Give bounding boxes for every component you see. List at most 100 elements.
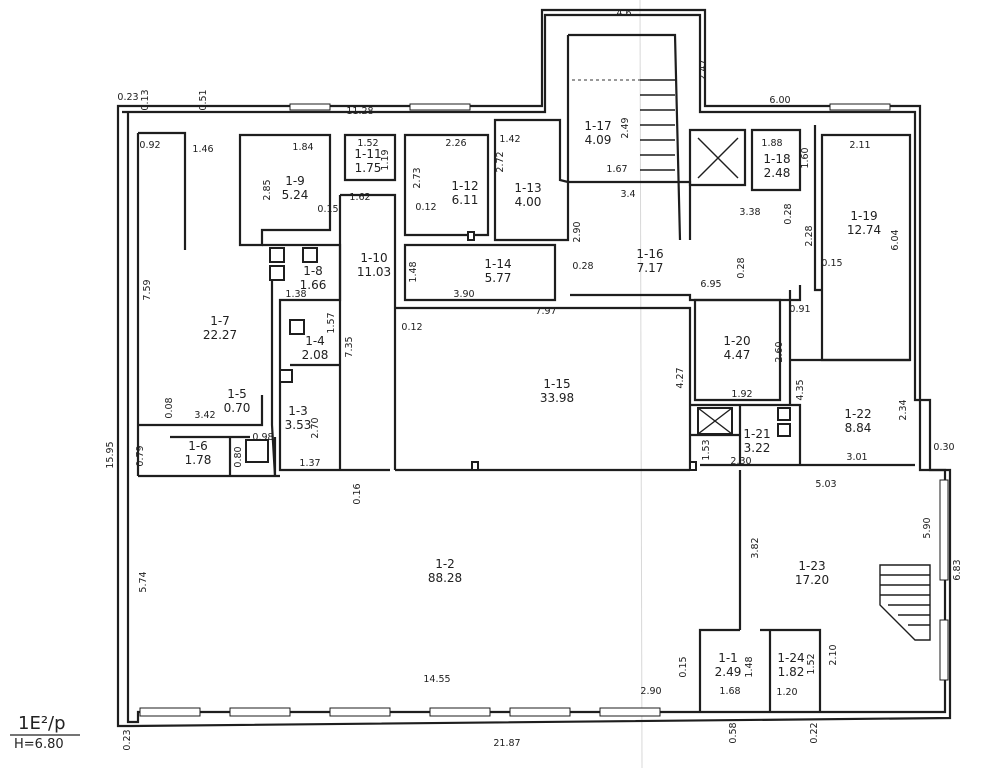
- dimension-label: 0.15: [821, 258, 842, 269]
- room-area-label: 8.84: [845, 421, 872, 435]
- room-area-label: 11.03: [357, 265, 391, 279]
- room-id-label: 1-19: [850, 209, 877, 223]
- dimension-label: 5.74: [138, 571, 149, 592]
- dimension-label: 1.88: [761, 138, 782, 149]
- room-id-label: 1-13: [514, 181, 541, 195]
- room-id-label: 1-3: [288, 404, 308, 418]
- dimension-label: 1.60: [800, 147, 811, 168]
- dimension-label: 7.35: [344, 336, 355, 357]
- room-area-label: 3.22: [744, 441, 771, 455]
- room-id-label: 1-22: [844, 407, 871, 421]
- dimension-label: 4.35: [795, 379, 806, 400]
- room-id-label: 1-18: [763, 152, 790, 166]
- windows: [139, 103, 949, 717]
- dimension-label: 1.48: [408, 261, 419, 282]
- dimension-label: 3.82: [750, 537, 761, 558]
- room-id-label: 1-1: [718, 651, 738, 665]
- dimension-label: 1.48: [744, 656, 755, 677]
- room-area-label: 5.24: [282, 188, 309, 202]
- dimension-label: 6.95: [700, 279, 721, 290]
- dimension-label: 2.30: [730, 456, 751, 467]
- dimension-label: 6.83: [952, 559, 963, 580]
- dimension-label: 0.15: [317, 204, 338, 215]
- dimension-label: 2.26: [445, 138, 466, 149]
- dimension-label: 7.59: [142, 279, 153, 300]
- dimension-label: 2.85: [262, 179, 273, 200]
- dimension-label: 2.10: [828, 644, 839, 665]
- dimension-label: 7.97: [535, 306, 556, 317]
- dimension-label: 0.79: [135, 445, 146, 466]
- dimension-label: 0.16: [352, 483, 363, 504]
- dimension-label: 0.23: [117, 92, 138, 103]
- dimension-label: 5.90: [922, 517, 933, 538]
- dimension-label: 1.38: [285, 289, 306, 300]
- dimension-label: 0.28: [736, 257, 747, 278]
- dimension-label: 1.84: [292, 142, 313, 153]
- room-id-label: 1-20: [723, 334, 750, 348]
- room-area-label: 5.77: [485, 271, 512, 285]
- dimension-label: 2.28: [804, 225, 815, 246]
- dimension-label: 2.70: [310, 417, 321, 438]
- dimension-label: 0.08: [164, 397, 175, 418]
- dimension-label: 0.80: [233, 446, 244, 467]
- room-id-label: 1-15: [543, 377, 570, 391]
- dimension-label: 1.42: [499, 134, 520, 145]
- dimension-label: 3.4: [620, 189, 635, 200]
- room-area-label: 0.70: [224, 401, 251, 415]
- room-area-label: 4.00: [515, 195, 542, 209]
- room-id-label: 1-14: [484, 257, 511, 271]
- dimension-label: 3.90: [453, 289, 474, 300]
- dimension-label: 2.72: [495, 151, 506, 172]
- dimension-label: 1.46: [192, 144, 213, 155]
- room-id-label: 1-2: [435, 557, 455, 571]
- dimension-label: 14.55: [423, 674, 450, 685]
- dimension-label: 1.37: [299, 458, 320, 469]
- room-area-label: 4.09: [585, 133, 612, 147]
- dimension-label: 2.34: [898, 399, 909, 420]
- dimension-label: 1.53: [701, 439, 712, 460]
- room-area-label: 1.75: [355, 161, 382, 175]
- dimension-label: 0.91: [789, 304, 810, 315]
- room-area-label: 1.78: [185, 453, 212, 467]
- room-area-label: 17.20: [795, 573, 829, 587]
- dimension-label: 0.23: [122, 729, 133, 750]
- room-id-label: 1-8: [303, 264, 323, 278]
- dimension-label: 11.28: [346, 106, 373, 117]
- dimension-label: 4.27: [675, 367, 686, 388]
- room-area-label: 2.49: [715, 665, 742, 679]
- dimension-label: 3.42: [194, 410, 215, 421]
- room-area-label: 1.66: [300, 278, 327, 292]
- room-id-label: 1-11: [354, 147, 381, 161]
- room-area-label: 88.28: [428, 571, 462, 585]
- room-area-label: 12.74: [847, 223, 881, 237]
- dimension-label: 2.90: [572, 221, 583, 242]
- dimension-label: 0.92: [139, 140, 160, 151]
- room-id-label: 1-9: [285, 174, 305, 188]
- dimension-label: 4.6: [616, 8, 631, 19]
- dimension-label: 2.11: [849, 140, 870, 151]
- dimension-label: 0.30: [933, 442, 954, 453]
- dimension-label: 1.68: [719, 686, 740, 697]
- dimension-label: 2.90: [640, 686, 661, 697]
- room-id-label: 1-21: [743, 427, 770, 441]
- dimension-label: 0.22: [809, 722, 820, 743]
- walls: [116, 8, 952, 728]
- dimension-label: 5.03: [815, 479, 836, 490]
- dimension-label: 0.98: [252, 432, 273, 443]
- dimension-label: 0.12: [415, 202, 436, 213]
- room-area-label: 3.53: [285, 418, 312, 432]
- room-labels: 1-12.491-288.281-33.531-42.081-50.701-61…: [185, 119, 882, 679]
- dimension-label: 2.49: [620, 117, 631, 138]
- room-area-label: 1.82: [778, 665, 805, 679]
- room-area-label: 6.11: [452, 193, 479, 207]
- room-id-label: 1-16: [636, 247, 663, 261]
- stamp-underline: [10, 734, 80, 736]
- dimension-label: 0.15: [678, 656, 689, 677]
- dimension-label: 1.20: [776, 687, 797, 698]
- room-id-label: 1-10: [360, 251, 387, 265]
- dimension-label: 2.73: [412, 167, 423, 188]
- room-area-label: 22.27: [203, 328, 237, 342]
- dimension-label: 1.52: [806, 653, 817, 674]
